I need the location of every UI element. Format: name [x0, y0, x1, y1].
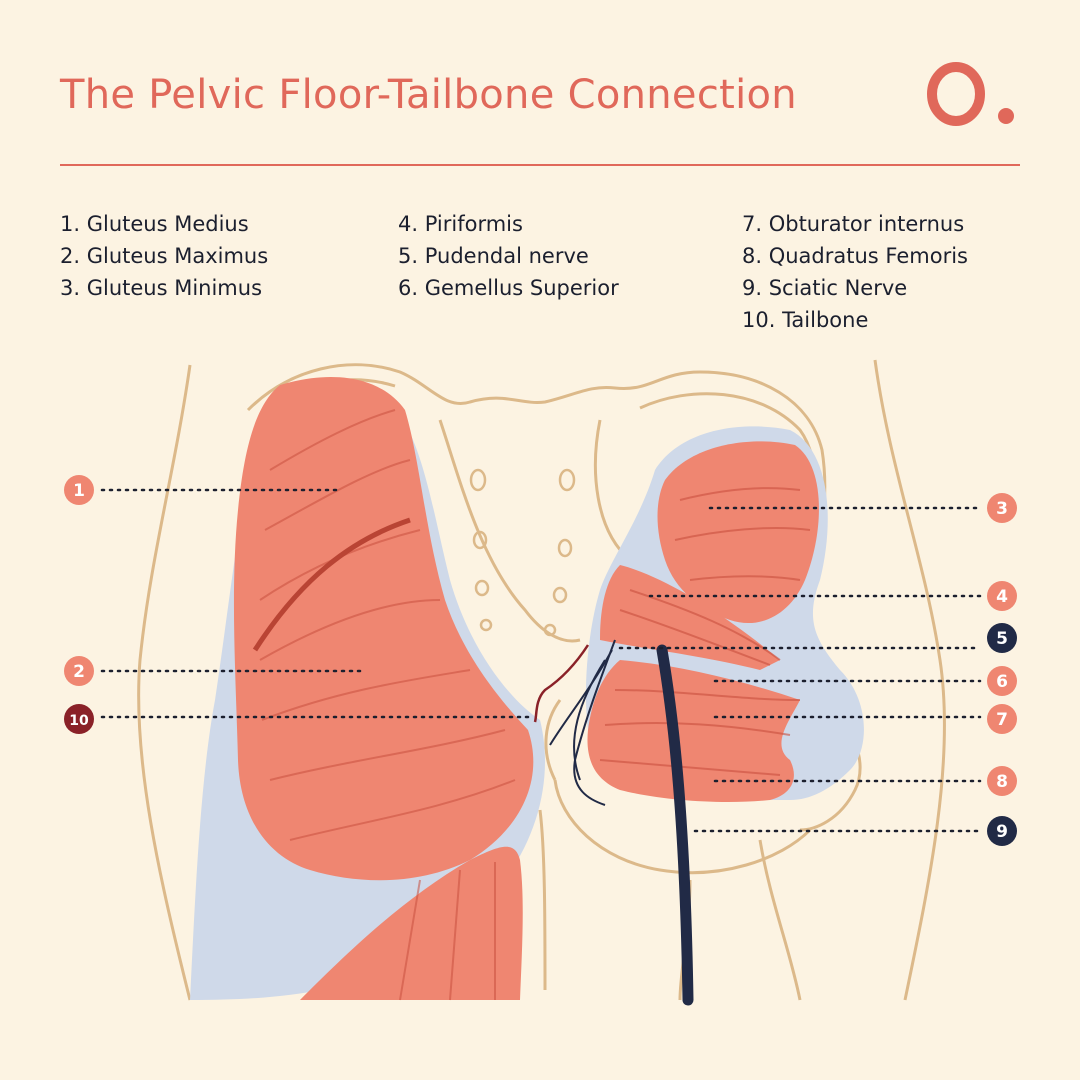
marker-5: 5 — [987, 623, 1017, 653]
brand-logo-icon — [927, 62, 1014, 126]
legend-item-gluteus-medius: 1. Gluteus Medius — [60, 212, 249, 236]
legend-item-pudendal-nerve: 5. Pudendal nerve — [398, 244, 589, 268]
legend-item-gemellus-superior: 6. Gemellus Superior — [398, 276, 619, 300]
blood-vessel — [533, 644, 590, 723]
deep-hip-rotators-muscle — [587, 660, 800, 802]
legend-item-gluteus-minimus: 3. Gluteus Minimus — [60, 276, 263, 300]
svg-text:10: 10 — [69, 713, 89, 729]
marker-3: 3 — [987, 493, 1017, 523]
svg-text:4: 4 — [996, 587, 1008, 607]
muscle-fibres-left — [259, 409, 516, 1001]
svg-text:3: 3 — [996, 499, 1008, 519]
hamstring-muscle — [300, 846, 523, 1000]
legend-item-obturator-internus: 7. Obturator internus — [742, 212, 965, 236]
leader-lines — [100, 488, 982, 833]
marker-9: 9 — [987, 816, 1017, 846]
muscle-fibres-right — [599, 487, 811, 776]
legend-item-gluteus-maximus: 2. Gluteus Maximus — [60, 244, 269, 268]
piriformis-muscle — [600, 565, 780, 670]
svg-text:1: 1 — [73, 481, 85, 501]
marker-6: 6 — [987, 666, 1017, 696]
title-divider — [60, 164, 1020, 166]
legend-item-quadratus-femoris: 8. Quadratus Femoris — [742, 244, 968, 268]
svg-text:9: 9 — [996, 822, 1008, 842]
legend-item-piriformis: 4. Piriformis — [398, 212, 523, 236]
pudendal-nerve — [549, 639, 616, 806]
legend-item-sciatic-nerve: 9. Sciatic Nerve — [742, 276, 908, 300]
svg-text:2: 2 — [73, 662, 85, 682]
legend-column-2: 4. Piriformis 5. Pudendal nerve 6. Gemel… — [398, 208, 619, 304]
legend-item-tailbone: 10. Tailbone — [742, 308, 869, 332]
sacrum-foramina — [469, 468, 576, 637]
gluteus-maximus-muscle — [233, 377, 534, 881]
page-title: The Pelvic Floor-Tailbone Connection — [60, 72, 797, 118]
marker-4: 4 — [987, 581, 1017, 611]
marker-1: 1 — [64, 475, 94, 505]
body-outline — [137, 359, 947, 1001]
svg-text:5: 5 — [996, 629, 1008, 649]
svg-text:6: 6 — [996, 672, 1008, 692]
svg-text:7: 7 — [996, 710, 1008, 730]
marker-2: 2 — [64, 656, 94, 686]
muscle-dark-band — [252, 517, 411, 652]
legend-column-1: 1. Gluteus Medius 2. Gluteus Maximus 3. … — [60, 208, 268, 304]
marker-10: 10 — [64, 704, 94, 734]
svg-text:8: 8 — [996, 772, 1008, 792]
marker-8: 8 — [987, 766, 1017, 796]
sciatic-nerve — [656, 644, 694, 1006]
marker-7: 7 — [987, 704, 1017, 734]
legend-column-3: 7. Obturator internus 8. Quadratus Femor… — [742, 208, 968, 336]
